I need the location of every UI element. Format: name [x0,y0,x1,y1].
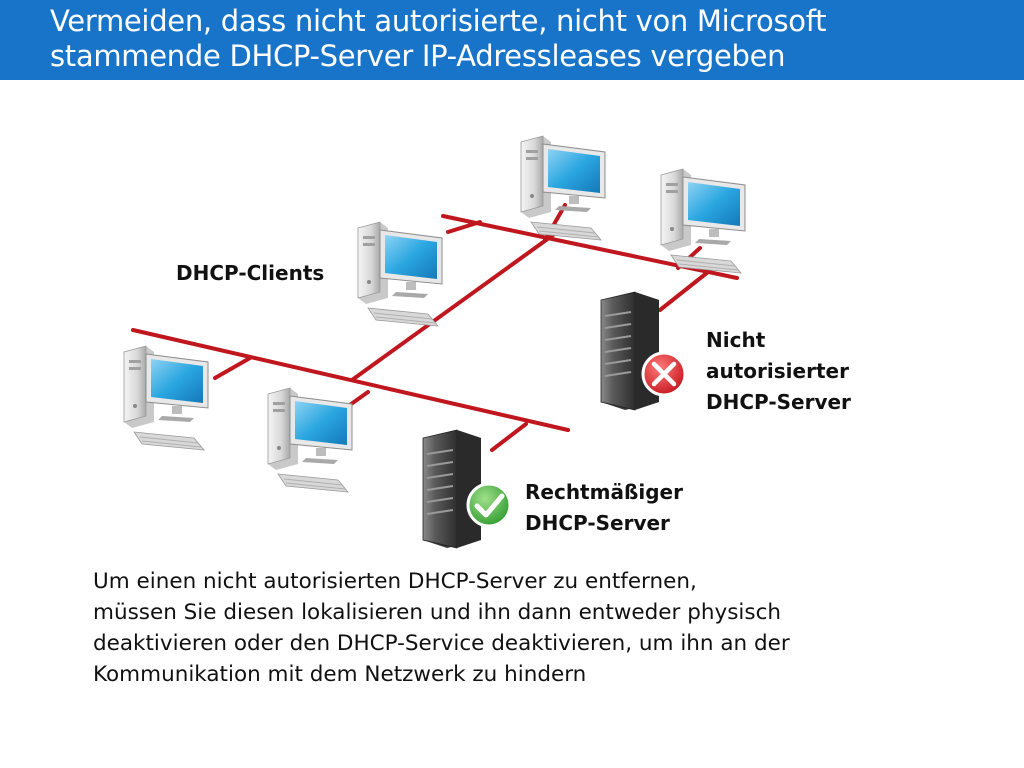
legit-dhcp-server [422,429,482,549]
rogue-server-drop [658,270,710,312]
client-computer-5 [267,387,353,493]
rogue-dhcp-server [600,291,660,411]
x-mark-icon [641,351,687,397]
legit-server-label: Rechtmäßiger DHCP-Server [525,480,683,535]
client-4-drop [213,356,252,380]
slide-title-line-1: Vermeiden, dass nicht autorisierte, nich… [50,4,827,38]
rogue-server-label: Nicht autorisierter DHCP-Server [706,328,851,414]
body-line-1: Um einen nicht autorisierten DHCP-Server… [93,569,697,594]
backbone-link [350,228,562,382]
client-computer-4 [123,345,209,451]
slide-title-line-2: stammende DHCP-Server IP-Adressleases ve… [50,39,786,73]
body-line-4: Kommunikation mit dem Netzwerk zu hinder… [93,662,587,687]
body-text: Um einen nicht autorisierten DHCP-Server… [93,566,953,690]
body-line-3: deaktivieren oder den DHCP-Service deakt… [93,631,790,656]
legit-server-drop [490,422,528,452]
body-line-2: müssen Sie diesen lokalisieren und ihn d… [93,600,782,625]
title-bar: Vermeiden, dass nicht autorisierte, nich… [0,0,1024,80]
network-cables [131,203,739,452]
dhcp-clients-label: DHCP-Clients [176,261,325,285]
client-1-drop [446,220,482,234]
client-computer-2 [520,135,606,241]
check-mark-icon [466,482,512,528]
client-computer-3 [660,168,746,274]
client-computer-1 [357,221,443,327]
